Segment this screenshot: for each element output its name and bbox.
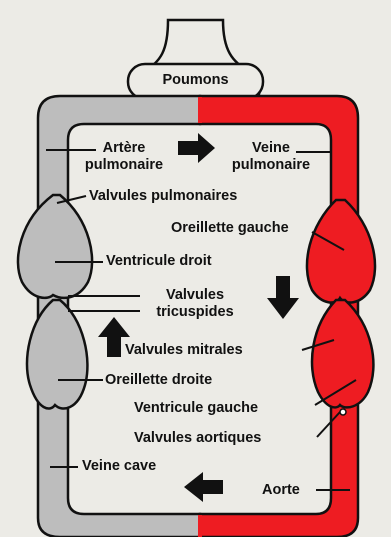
label-oreillette-gauche: Oreillette gauche xyxy=(171,220,289,237)
label-ventricule-droit: Ventricule droit xyxy=(106,253,212,270)
label-valvules-mitrales: Valvules mitrales xyxy=(125,342,243,359)
label-veine-cave: Veine cave xyxy=(82,458,156,475)
label-artere-pulmonaire: Artère pulmonaire xyxy=(66,140,182,174)
label-valvules-pulmonaires: Valvules pulmonaires xyxy=(89,188,237,205)
circuit-seam-bottom xyxy=(198,515,202,537)
right-atrium-shape xyxy=(27,300,87,408)
left-atrium-shape xyxy=(307,200,375,303)
label-valvules-aortiques: Valvules aortiques xyxy=(134,430,261,447)
arrow-down xyxy=(267,276,299,319)
label-poumons: Poumons xyxy=(128,72,263,89)
label-valvules-tricuspides: Valvules tricuspides xyxy=(140,287,250,321)
aortic-valve-dot xyxy=(340,409,346,415)
label-veine-pulmonaire: Veine pulmonaire xyxy=(209,140,333,174)
arrow-left xyxy=(184,472,223,502)
circuit-seam xyxy=(198,97,202,123)
label-aorte: Aorte xyxy=(262,482,300,499)
label-oreillette-droite: Oreillette droite xyxy=(105,372,212,389)
label-ventricule-gauche: Ventricule gauche xyxy=(134,400,258,417)
left-ventricle-shape xyxy=(312,300,373,407)
right-ventricle-shape xyxy=(18,195,92,298)
